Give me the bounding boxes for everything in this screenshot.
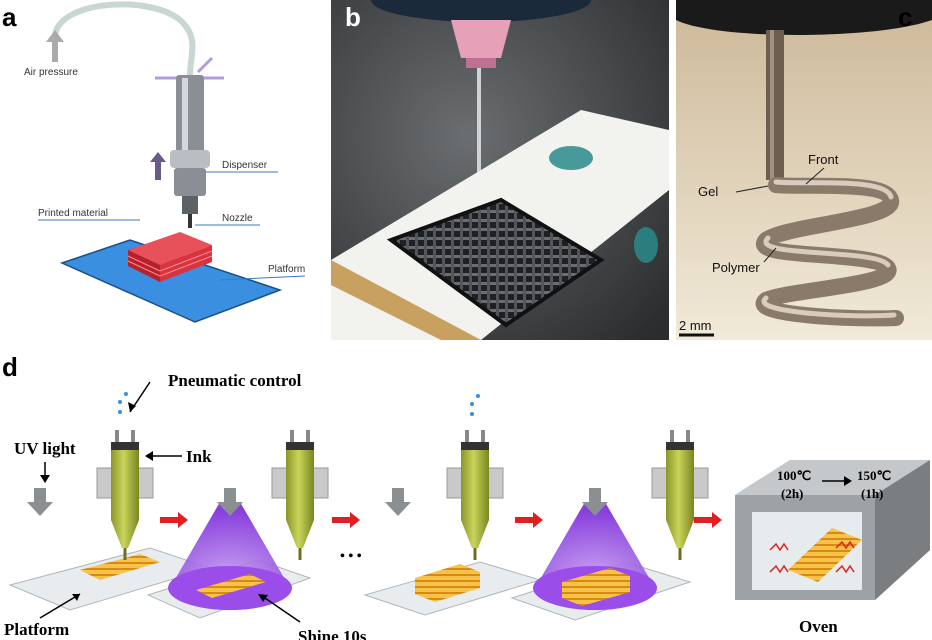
shine-label: Shine 10s <box>298 627 367 640</box>
move-arrow-diag-icon <box>196 56 214 74</box>
oven-sample <box>788 528 862 582</box>
oven <box>735 460 930 600</box>
ink-label: Ink <box>186 447 212 466</box>
syringe-2 <box>271 429 329 561</box>
step-arrow-3-icon <box>515 512 543 528</box>
photo-gel-spiral: Front Gel Polymer 2 mm <box>676 0 932 340</box>
panel-a-label: a <box>2 2 17 32</box>
uv-assisted-printing-workflow: • • • <box>4 371 930 640</box>
panel-d-label: d <box>2 352 18 382</box>
pneumatic-control-label: Pneumatic control <box>168 371 302 390</box>
temp1-label: 100℃ <box>777 468 811 483</box>
uv-cone-1 <box>170 502 290 588</box>
panel-b: b <box>331 0 669 340</box>
panel-d: • • • <box>0 350 932 640</box>
gel-label: Gel <box>698 184 718 199</box>
printed-material-label: Printed material <box>38 208 108 219</box>
needle <box>766 30 784 180</box>
front-label: Front <box>808 152 839 167</box>
nozzle-label: Nozzle <box>222 213 253 224</box>
printed-layer-2 <box>196 574 266 598</box>
printed-block-3 <box>415 564 480 602</box>
polymer-label: Polymer <box>712 260 760 275</box>
time1-label: (2h) <box>781 486 803 501</box>
step-arrow-4-icon <box>694 512 722 528</box>
platform-label: Platform <box>268 264 305 275</box>
time2-label: (1h) <box>861 486 883 501</box>
step-arrow-1-icon <box>160 512 188 528</box>
uv-light-arrow-icon <box>27 488 53 516</box>
nozzle-tip <box>188 214 192 228</box>
syringe-4 <box>651 429 709 561</box>
uv-cone-2 <box>535 502 655 588</box>
luer-hub <box>451 20 511 58</box>
syringe-3 <box>446 429 504 561</box>
oven-label: Oven <box>799 617 838 636</box>
scale-label: 2 mm <box>679 318 712 333</box>
printed-material-stack <box>127 232 213 282</box>
nozzle-holder <box>676 0 932 35</box>
ellipsis: • • • <box>340 549 362 564</box>
needle <box>477 68 481 228</box>
printed-block-4 <box>562 568 630 606</box>
air-pressure-arrow-icon <box>46 30 64 62</box>
panel-b-label: b <box>345 2 361 32</box>
temp2-label: 150℃ <box>857 468 891 483</box>
photo-printed-lattice <box>331 0 669 340</box>
lift-arrow-icon <box>150 152 166 180</box>
panel-c: Front Gel Polymer 2 mm c <box>676 0 932 340</box>
panel-a: Air pressure Dispenser Nozzle Printed ma… <box>0 0 325 340</box>
uv-light-label: UV light <box>14 439 76 458</box>
dispenser-body <box>176 75 204 155</box>
printer-schematic: Air pressure Dispenser Nozzle Printed ma… <box>24 1 305 323</box>
dispenser-label: Dispenser <box>222 160 268 171</box>
air-pressure-label: Air pressure <box>24 67 78 78</box>
panel-c-label: c <box>898 2 913 32</box>
printed-lattice <box>386 197 605 328</box>
syringe-1 <box>96 429 154 561</box>
platform-plate <box>59 239 283 323</box>
air-tube <box>52 1 196 76</box>
printed-layer-1 <box>80 554 160 580</box>
step-arrow-2-icon <box>332 512 360 528</box>
platform-label-d: Platform <box>4 620 69 639</box>
uv-arrow-3-icon <box>385 488 411 516</box>
